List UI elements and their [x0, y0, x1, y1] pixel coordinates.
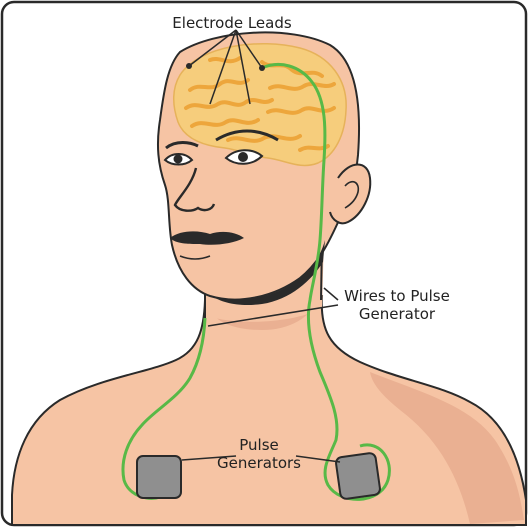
- label-pulse-line1: Pulse: [214, 436, 304, 454]
- label-wires-line2: Generator: [332, 305, 462, 323]
- pulse-generator-left: [137, 456, 181, 498]
- pulse-generator-right: [335, 452, 380, 499]
- label-wires-line1: Wires to Pulse: [332, 287, 462, 305]
- label-pulse-line2: Generators: [214, 454, 304, 472]
- label-electrode-leads: Electrode Leads: [164, 14, 300, 32]
